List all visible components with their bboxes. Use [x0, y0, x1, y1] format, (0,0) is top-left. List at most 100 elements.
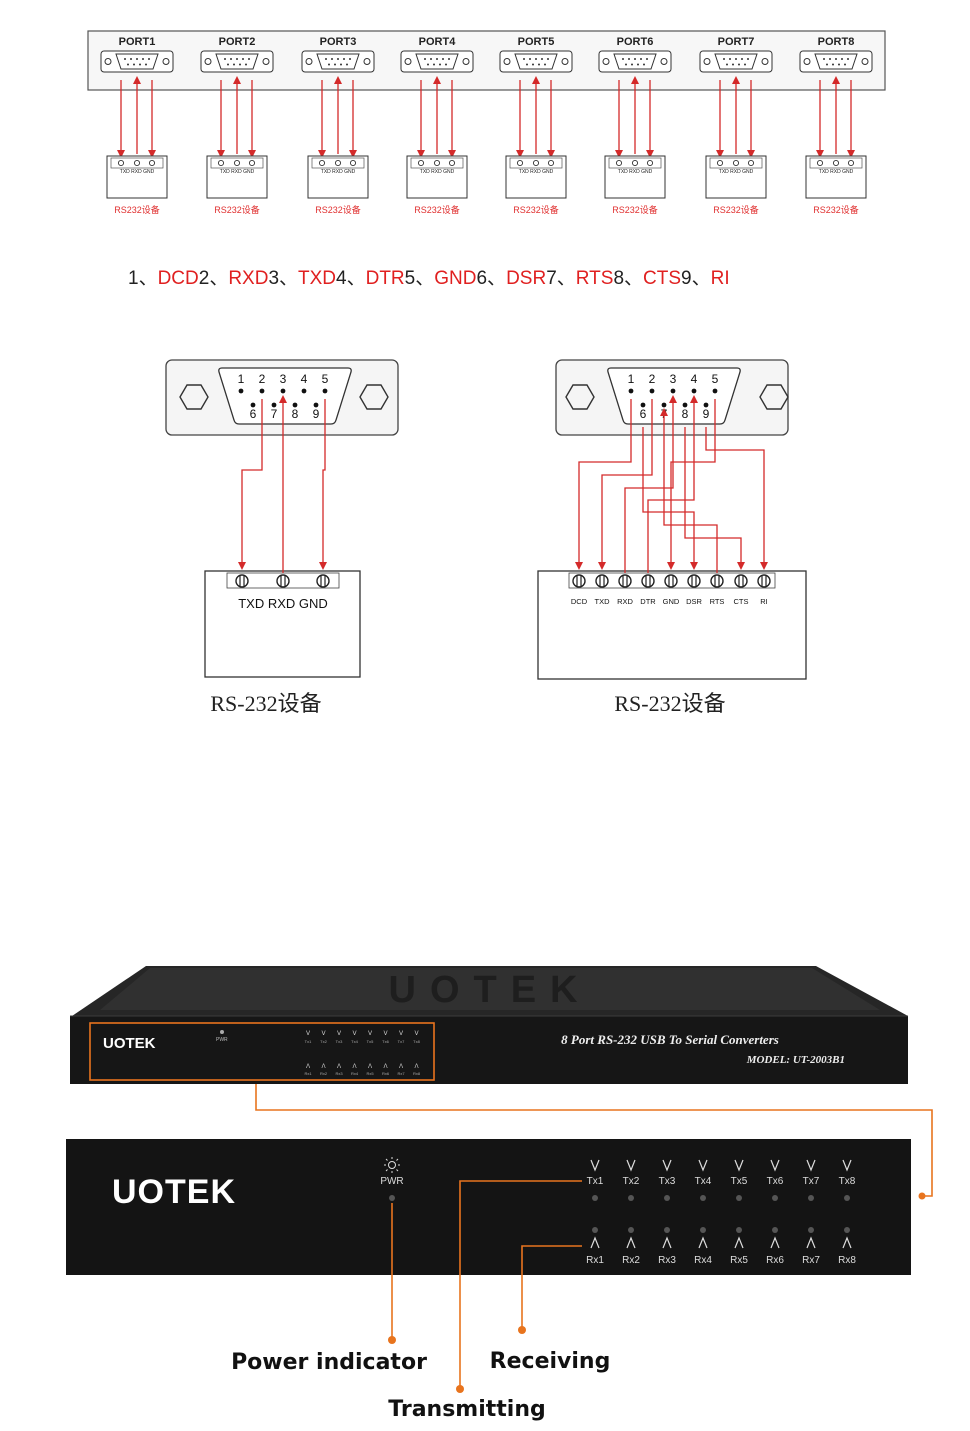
db9-pin — [238, 388, 244, 394]
pin-dot — [136, 58, 138, 60]
tx-led-icon — [626, 1159, 636, 1172]
device-photo: UOTEK UOTEK PWR ᐯTx1ᐱRx1ᐯTx2ᐱRx2ᐯTx3ᐱRx3… — [70, 966, 933, 1200]
pin-dot — [130, 58, 132, 60]
pin-dot — [844, 63, 846, 66]
db9-pin-number: 2 — [259, 372, 266, 386]
terminal-screw — [572, 574, 586, 588]
legend-signal: DTR — [366, 268, 405, 289]
terminal-labels-left: TXD RXD GND — [238, 596, 328, 611]
legend-num: 2、 — [199, 268, 229, 289]
legend-signal: RXD — [228, 268, 268, 289]
legend-signal: RI — [711, 268, 730, 289]
legend-signal: GND — [434, 268, 476, 289]
rx-label-small: Rx8 — [413, 1071, 421, 1076]
chassis-top-sheen — [100, 968, 880, 1010]
port-label: PORT2 — [219, 36, 256, 48]
pin-dot — [637, 63, 639, 66]
pin-dot — [738, 63, 740, 66]
terminal-screw — [532, 159, 540, 167]
screw-hole — [660, 58, 668, 65]
rx-label: Rx5 — [730, 1255, 748, 1266]
pin-dot — [847, 58, 849, 60]
tx-label-small: Tx1 — [305, 1039, 312, 1044]
rx-label-small: Rx4 — [351, 1071, 359, 1076]
pin-dot — [227, 63, 229, 66]
db9-pin-number: 1 — [628, 372, 635, 386]
pin-dot — [835, 58, 837, 60]
rx-led — [700, 1227, 706, 1233]
pin-dot — [133, 63, 135, 66]
terminal-labels: TXD RXD GND — [220, 169, 255, 175]
terminal-label: RI — [760, 597, 768, 606]
db9-pin-number: 1 — [238, 372, 245, 386]
terminal-labels: TXD RXD GND — [120, 169, 155, 175]
db9-pin — [712, 388, 718, 394]
rx-led-icon — [734, 1236, 744, 1249]
pin-dot — [643, 63, 645, 66]
terminal-labels: TXD RXD GND — [819, 169, 854, 175]
pin-dot — [628, 58, 630, 60]
callout-line-receiving — [521, 1245, 582, 1330]
rx-label-small: Rx3 — [335, 1071, 343, 1076]
rx-label-small: Rx6 — [382, 1071, 390, 1076]
device-label-right: RS-232设备 — [614, 691, 725, 716]
rx-glyph: ᐱ — [383, 1064, 388, 1070]
terminal-screw — [516, 159, 524, 167]
db9-pin — [313, 402, 319, 408]
pin-dot — [325, 58, 327, 60]
port-device-label: RS232设备 — [414, 204, 460, 215]
terminal-block-right — [537, 570, 807, 680]
terminal-screw — [235, 574, 249, 588]
pin-dot — [634, 58, 636, 60]
rx-led-icon — [770, 1236, 780, 1249]
pin-dot — [823, 58, 825, 60]
screw-hole — [761, 58, 769, 65]
db9-pin-number: 8 — [682, 407, 689, 421]
rx-glyph: ᐱ — [352, 1064, 357, 1070]
terminal-label: GND — [663, 597, 680, 606]
screw-hole — [703, 58, 711, 65]
rx-glyph: ᐱ — [414, 1064, 419, 1070]
pin-dot — [735, 58, 737, 60]
pin-dot — [726, 63, 728, 66]
rx-label: Rx1 — [586, 1255, 604, 1266]
pin-dot — [148, 58, 150, 60]
db9-pin — [640, 402, 646, 408]
callout-receiving: Receiving — [490, 1349, 611, 1374]
callout-transmitting: Transmitting — [388, 1397, 546, 1422]
port-device-label: RS232设备 — [315, 204, 361, 215]
hex-screw-left-a — [179, 384, 209, 410]
pin-dot — [340, 63, 342, 66]
pin-dot — [424, 58, 426, 60]
pin-dot — [439, 63, 441, 66]
db9-pin-number: 3 — [670, 372, 677, 386]
terminal-screw — [233, 159, 241, 167]
db9-pin — [628, 388, 634, 394]
pin-dot — [535, 58, 537, 60]
rx-glyph: ᐱ — [337, 1064, 342, 1070]
db9-pin — [661, 402, 667, 408]
pin-dot — [532, 63, 534, 66]
db9-pin — [250, 402, 256, 408]
pin-dot — [242, 58, 244, 60]
tx-glyph: ᐯ — [414, 1031, 419, 1037]
tx-label: Tx8 — [839, 1176, 856, 1187]
terminal-screw — [732, 159, 740, 167]
tx-led-icon — [662, 1159, 672, 1172]
pin-legend: 1、DCD2、RXD3、TXD4、DTR5、GND6、DSR7、RTS8、CTS… — [128, 268, 730, 289]
pin-dot — [832, 63, 834, 66]
terminal-screw — [687, 574, 701, 588]
pin-dot — [723, 58, 725, 60]
terminal-screw — [757, 574, 771, 588]
terminal-screw — [832, 159, 840, 167]
terminal-screw — [595, 574, 609, 588]
terminal-block-left — [204, 570, 361, 678]
legend-num: 3、 — [268, 268, 298, 289]
callout-power-indicator: Power indicator — [231, 1350, 427, 1375]
terminal-screw — [664, 574, 678, 588]
